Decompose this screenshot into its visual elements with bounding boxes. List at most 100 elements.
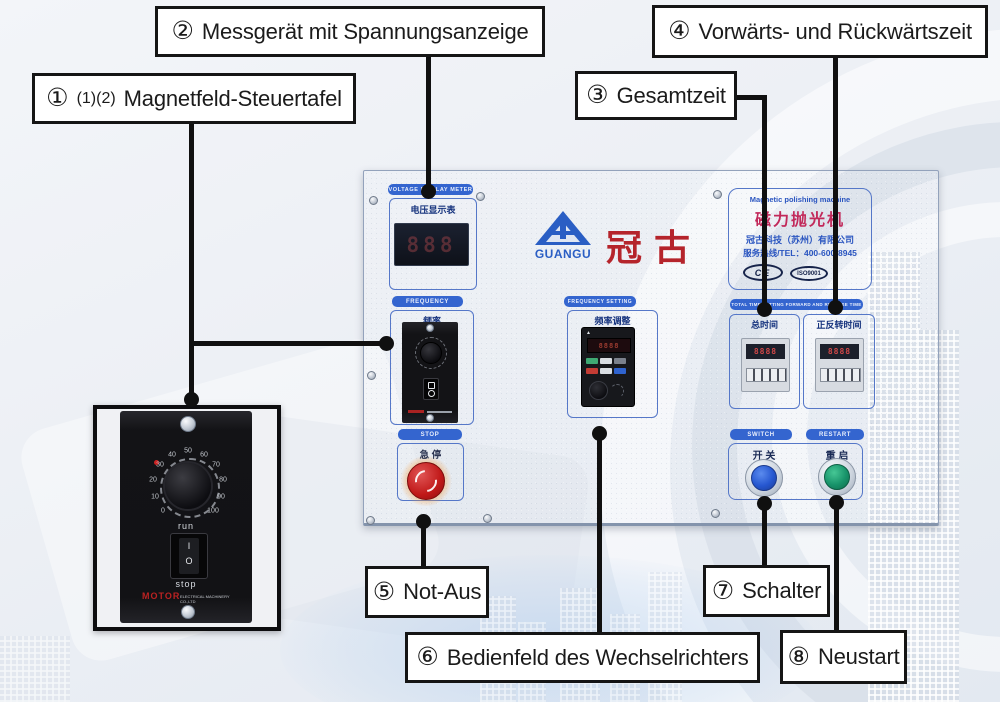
fwd-rev-time-box [803,314,875,409]
timer-unit: 8888 [815,338,864,392]
connector-dot [379,336,394,351]
connector-line-6 [597,430,602,633]
restart-pill: RESTART [806,429,864,440]
inverter-display: 8888 [587,338,631,353]
callout-number: ④ [668,17,691,45]
screw-icon [476,192,485,201]
callout-8-restart: ⑧ Neustart [780,630,907,684]
inverter-display-digits: 8888 [598,341,620,350]
guangu-wordmark: GUANGU [534,247,592,261]
callout-1-magnet-panel: ① (1)(2) Magnetfeld-Steuertafel [32,73,356,124]
speed-knob [165,463,211,509]
background-building [868,252,920,702]
timers-pill: TOTAL TIME SETTING FORWARD AND REVERSE T… [730,299,863,310]
timer-display-digits: 8888 [827,347,852,356]
callout-label: Neustart [817,644,900,669]
dial-number: 40 [168,451,176,459]
inverter-label: 频率调整 [594,316,631,326]
connector-line-3-vertical [762,95,767,313]
speed-controller-device: 0 10 20 30 40 50 60 70 80 90 100 run I O… [120,411,252,623]
callout-number: ⑥ [416,643,439,671]
callout-4-forward-reverse-time: ④ Vorwärts- und Rückwärtszeit [652,5,988,58]
dial-number: 0 [161,507,165,515]
screw-icon [426,324,434,332]
frequency-setting-pill: FREQUENCY SETTING [564,296,636,307]
connector-dot [828,300,843,315]
restart-label: 重 启 [825,451,849,462]
dial-red-indicator [154,460,159,465]
callout-label: Magnetfeld-Steuertafel [123,85,342,111]
run-stop-rocker-switch: I O [170,533,208,579]
callout-label: Not-Aus [403,579,482,604]
info-company: 冠古科技（苏州）有限公司 [745,235,854,245]
connector-line-1-branch [189,341,387,346]
screw-icon [367,371,376,380]
speed-controller [402,322,458,423]
buttons-box [728,443,863,500]
estop-label: 急 停 [419,450,442,461]
callout-number: ② [171,17,194,45]
callout-6-inverter-panel: ⑥ Bedienfeld des Wechselrichters [405,632,760,683]
connector-line-1-vertical [189,124,194,401]
callout-number: ⑧ [787,642,810,671]
callout-label: Bedienfeld des Wechselrichters [446,644,749,670]
callout-number: ① [46,84,69,112]
connector-dot [184,392,199,407]
connector-dot [421,184,436,199]
background-building [917,330,959,702]
dial-number: 10 [151,493,159,501]
screw-icon [180,416,196,432]
emergency-stop-button [407,462,445,500]
run-label: run [177,521,194,531]
screw-icon [181,605,195,619]
frequency-pill: FREQUENCY [392,296,463,307]
callout-prefix: (1)(2) [76,89,116,107]
inverter-box [567,310,658,418]
speed-knob [420,342,442,364]
screw-icon [426,414,434,422]
callout-7-switch: ⑦ Schalter [703,565,830,617]
connector-line-4 [833,57,838,310]
info-machine-name-cn: 磁力抛光机 [754,212,845,229]
dial-number: 30 [156,461,164,469]
switch-label: 开 关 [752,451,776,462]
timer-buttons [746,368,787,382]
callout-number: ⑤ [372,577,396,606]
connector-dot [592,426,607,441]
callout-2-voltage-meter: ② Messgerät mit Spannungsanzeige [155,6,545,57]
inverter-knob [589,381,608,400]
stop-pill: STOP [398,429,462,440]
callout-number: ⑦ [711,576,735,605]
switch-pill: SWITCH [730,429,792,440]
timer-buttons [820,368,861,382]
callout-5-emergency-stop: ⑤ Not-Aus [365,566,489,618]
connector-line-2 [426,57,431,194]
guangu-logo [535,211,591,245]
callout-3-total-time: ③ Gesamtzeit [575,71,737,120]
stop-label: stop [175,579,197,589]
callout-number: ③ [586,81,609,109]
connector-dot [757,496,772,511]
inverter-keypad [586,358,632,376]
connector-dot [829,495,844,510]
screw-icon [366,516,375,525]
screw-icon [483,514,492,523]
dial-tick-ring [160,458,220,518]
restart-button [824,464,850,490]
motor-brand-sub: ELECTRICAL MACHINERY CO.,LTD [180,594,230,604]
background-building [0,636,70,702]
connector-dot [416,514,431,529]
total-time-label: 总时间 [750,320,778,330]
connector-line-3-horizontal [737,95,767,100]
info-line-en: Magnetic polishing machine [749,195,851,204]
connector-dot [757,302,772,317]
info-plate [728,188,872,290]
dial-number: 20 [149,476,157,484]
connector-line-7 [762,501,767,566]
inverter-unit: ▲ 8888 [581,327,635,407]
dial-number: 100 [207,507,219,515]
voltage-meter-box [389,198,477,290]
connector-line-5 [421,519,426,567]
callout-label: Gesamtzeit [616,82,726,108]
